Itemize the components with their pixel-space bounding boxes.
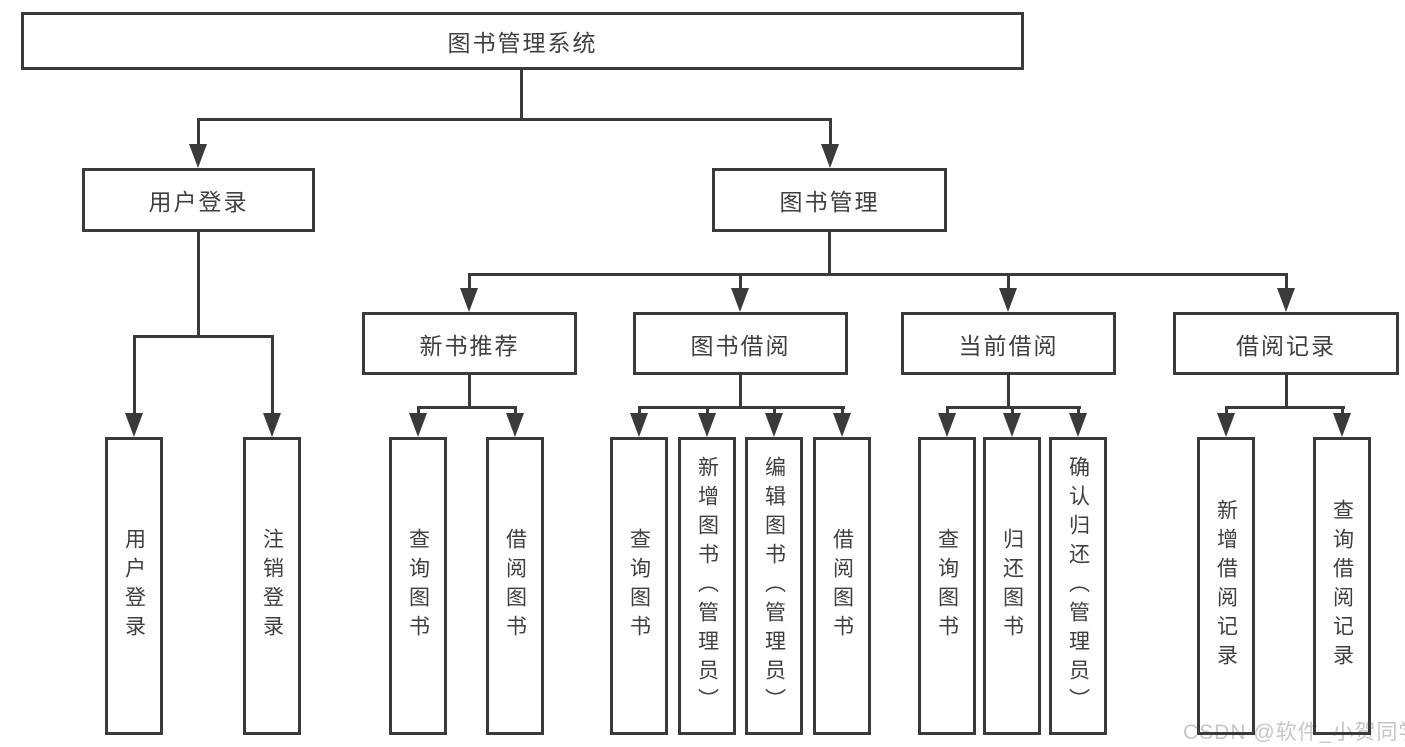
arrow-down-icon	[506, 413, 524, 437]
arrow-down-icon	[1217, 413, 1235, 437]
connector-line	[1285, 375, 1288, 406]
node-label: 编辑图书（管理员）	[762, 455, 786, 717]
connector-line	[468, 273, 471, 291]
node-label: 借阅记录	[1236, 332, 1336, 359]
arrow-down-icon	[1003, 413, 1021, 437]
arrow-down-icon	[765, 413, 783, 437]
arrow-down-icon	[1333, 413, 1351, 437]
arrow-down-icon	[1277, 288, 1295, 312]
node-book-management: 图书管理	[712, 168, 947, 232]
connector-line	[468, 273, 1288, 276]
node-label: 注销登录	[260, 528, 284, 644]
leaf-borrow-books-1: 借阅图书	[486, 437, 544, 735]
connector-line	[828, 232, 831, 273]
connector-line	[638, 406, 641, 416]
connector-line	[638, 406, 845, 409]
connector-line	[417, 406, 420, 416]
node-label: 查询图书	[935, 528, 959, 644]
leaf-confirm-return-admin: 确认归还（管理员）	[1049, 437, 1107, 735]
connector-line	[197, 232, 200, 335]
node-label: 查询图书	[406, 528, 430, 644]
node-current-borrow: 当前借阅	[901, 312, 1116, 375]
connector-line	[1225, 406, 1228, 416]
node-borrow-records: 借阅记录	[1173, 312, 1399, 375]
node-root: 图书管理系统	[21, 12, 1024, 70]
connector-line	[1007, 273, 1010, 291]
node-label: 查询借阅记录	[1330, 499, 1354, 673]
node-label: 用户登录	[122, 528, 146, 644]
node-label: 归还图书	[1000, 528, 1024, 644]
arrow-down-icon	[833, 413, 851, 437]
leaf-query-borrow-record: 查询借阅记录	[1313, 437, 1371, 735]
node-label: 当前借阅	[958, 332, 1059, 359]
node-book-borrow: 图书借阅	[633, 312, 848, 375]
connector-line	[739, 375, 742, 406]
connector-line	[514, 406, 517, 416]
leaf-borrow-books-2: 借阅图书	[813, 437, 871, 735]
connector-line	[468, 375, 471, 406]
leaf-query-books-3: 查询图书	[918, 437, 976, 735]
node-label: 用户登录	[148, 189, 249, 215]
node-label: 图书借阅	[690, 332, 791, 359]
leaf-edit-book-admin: 编辑图书（管理员）	[745, 437, 803, 735]
leaf-add-borrow-record: 新增借阅记录	[1197, 437, 1255, 735]
node-label: 图书管理系统	[447, 30, 598, 56]
leaf-add-book-admin: 新增图书（管理员）	[678, 437, 736, 735]
arrow-down-icon	[731, 288, 749, 312]
node-label: 借阅图书	[830, 528, 854, 644]
connector-line	[1341, 406, 1344, 416]
arrow-down-icon	[409, 413, 427, 437]
connector-line	[739, 273, 742, 291]
node-user-login: 用户登录	[82, 168, 315, 232]
connector-line	[133, 335, 136, 415]
connector-line	[133, 335, 274, 338]
node-label: 图书管理	[779, 189, 880, 215]
node-label: 确认归还（管理员）	[1066, 455, 1090, 717]
arrow-down-icon	[821, 144, 839, 168]
connector-line	[841, 406, 844, 416]
connector-line	[706, 406, 709, 416]
connector-line	[417, 406, 517, 409]
connector-line	[197, 118, 832, 121]
arrow-down-icon	[263, 413, 281, 437]
connector-line	[1285, 273, 1288, 291]
arrow-down-icon	[630, 413, 648, 437]
arrow-down-icon	[698, 413, 716, 437]
connector-line	[773, 406, 776, 416]
node-label: 查询图书	[627, 528, 651, 644]
node-label: 新书推荐	[419, 332, 520, 359]
node-label: 借阅图书	[503, 528, 527, 644]
connector-line	[946, 406, 949, 416]
arrow-down-icon	[125, 413, 143, 437]
connector-line	[1077, 406, 1080, 416]
connector-line	[1007, 375, 1010, 406]
connector-line	[1011, 406, 1014, 416]
arrow-down-icon	[460, 288, 478, 312]
leaf-logout: 注销登录	[243, 437, 301, 735]
connector-line	[1225, 406, 1345, 409]
arrow-down-icon	[938, 413, 956, 437]
arrow-down-icon	[189, 144, 207, 168]
arrow-down-icon	[999, 288, 1017, 312]
leaf-query-books-2: 查询图书	[610, 437, 668, 735]
csdn-watermark: CSDN @软件_小贺同学	[1183, 721, 1405, 744]
connector-line	[520, 70, 523, 118]
leaf-return-book: 归还图书	[983, 437, 1041, 735]
connector-line	[829, 118, 832, 146]
leaf-user-login: 用户登录	[105, 437, 163, 735]
leaf-query-books-1: 查询图书	[389, 437, 447, 735]
node-new-book-recommend: 新书推荐	[362, 312, 577, 375]
node-label: 新增借阅记录	[1214, 499, 1238, 673]
arrow-down-icon	[1069, 413, 1087, 437]
connector-line	[271, 335, 274, 415]
node-label: 新增图书（管理员）	[695, 455, 719, 717]
connector-line	[197, 118, 200, 146]
